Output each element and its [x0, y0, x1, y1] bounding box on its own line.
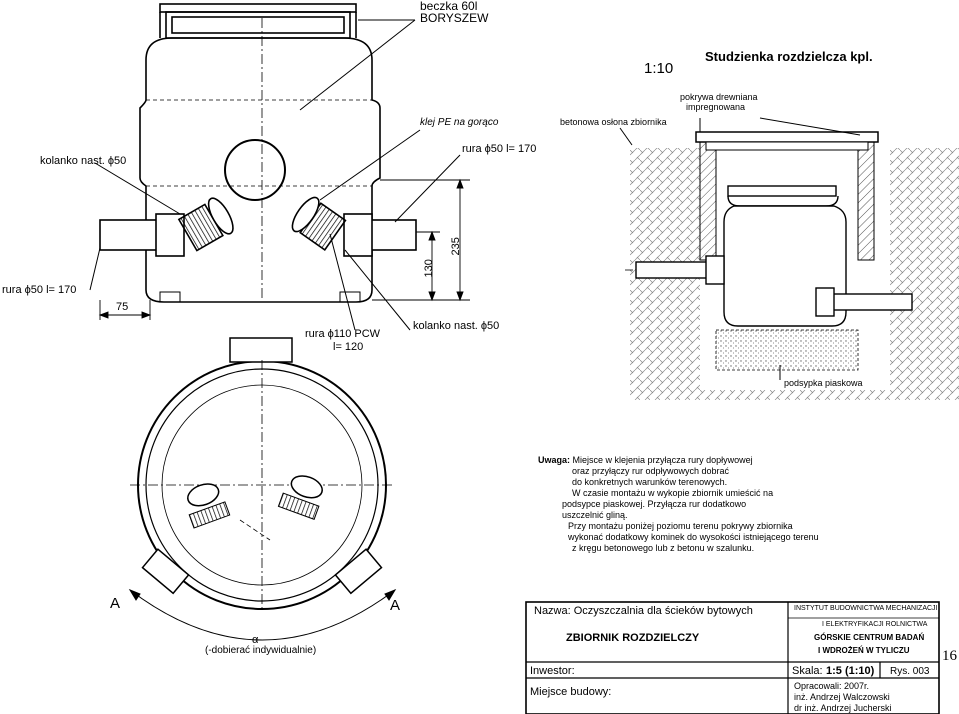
plan-view: [128, 337, 397, 641]
tb-institute-2: I ELEKTRYFIKACJI ROLNICTWA: [822, 621, 928, 628]
dim-235: 235: [449, 237, 462, 256]
sand-bed-label: podsypka piaskowa: [784, 378, 863, 388]
note-3-line-3: z kręgu betonowego lub z betonu w szalun…: [572, 543, 755, 553]
tb-object-name: ZBIORNIK ROZDZIELCZY: [566, 632, 700, 644]
pipe-right-label: rura ϕ50 l= 170: [462, 143, 537, 155]
note-1-line-3: do konkretnych warunków terenowych.: [572, 477, 728, 487]
notes-block: Uwaga: Miejsce w klejenia przyłącza rury…: [538, 455, 819, 554]
dim-130: 130: [422, 259, 435, 278]
barrel-label-line2: BORYSZEW: [420, 11, 489, 25]
wooden-lid-label-1: pokrywa drewniana: [680, 92, 758, 102]
glue-label: klej PE na gorąco: [420, 117, 499, 128]
pipe-pcw-label-2: l= 120: [333, 341, 364, 353]
pipe-pcw-label-1: rura ϕ110 PCW: [305, 328, 381, 340]
drawing-title: Studzienka rozdzielcza kpl.: [705, 49, 873, 64]
tb-author-2: dr inż. Andrzej Jucherski: [794, 703, 892, 713]
notes-heading: Uwaga:: [538, 455, 571, 465]
note-2-line-3: uszczelnić gliną.: [562, 510, 628, 520]
alpha-symbol: α: [252, 634, 259, 646]
tb-site-label: Miejsce budowy:: [530, 686, 612, 698]
tb-institute-1: INSTYTUT BUDOWNICTWA MECHANIZACJI: [794, 605, 938, 612]
elbow-bottom-label: kolanko nast. ϕ50: [413, 320, 500, 332]
tb-center-2: I WDROŻEŃ W TYLICZU: [818, 646, 910, 655]
note-1-line-2: oraz przyłączy rur odpływowych dobrać: [572, 466, 730, 476]
note-3-line-1: Przy montażu poniżej poziomu terenu pokr…: [568, 521, 793, 531]
main-scale: 1:10: [644, 60, 674, 77]
pipe-left-label: rura ϕ50 l= 170: [2, 284, 77, 296]
alpha-note: (-dobierać indywidualnie): [205, 645, 317, 656]
page-number: 16: [942, 648, 957, 664]
section-a-right: A: [390, 597, 401, 614]
tb-investor-label: Inwestor:: [530, 665, 575, 677]
tb-center-1: GÓRSKIE CENTRUM BADAŃ: [814, 633, 925, 642]
elbow-left-label: kolanko nast. ϕ50: [40, 155, 127, 167]
tb-scale-label: Skala:: [792, 665, 823, 677]
dim-75: 75: [116, 301, 129, 313]
title-block-frame: [525, 601, 940, 714]
tb-author-1: inż. Andrzej Walczowski: [794, 692, 890, 702]
note-1-line-1: Miejsce w klejenia przyłącza rury dopływ…: [572, 455, 753, 465]
note-2-line-2: podsypce piaskowej. Przyłącza rur dodatk…: [562, 499, 747, 509]
wooden-lid-label-2: impregnowana: [686, 102, 746, 112]
concrete-cover-label: betonowa osłona zbiornika: [560, 117, 667, 127]
note-2-line-1: W czasie montażu w wykopie zbiornik umie…: [572, 488, 774, 498]
barrel-elevation: [89, 3, 470, 331]
ground-section: [619, 117, 959, 400]
barrel-label-line1: beczka 60l: [420, 0, 478, 13]
tb-drawing-no: Rys. 003: [890, 666, 930, 677]
tb-name-label: Nazwa: Oczyszczalnia dla ścieków bytowyc…: [534, 605, 753, 617]
note-3-line-2: wykonać dodatkowy kominek do wysokości i…: [568, 532, 819, 542]
section-a-left: A: [110, 595, 121, 612]
tb-prepared: Opracowali: 2007r.: [794, 681, 870, 691]
tb-scale-value: 1:5 (1:10): [826, 665, 875, 677]
